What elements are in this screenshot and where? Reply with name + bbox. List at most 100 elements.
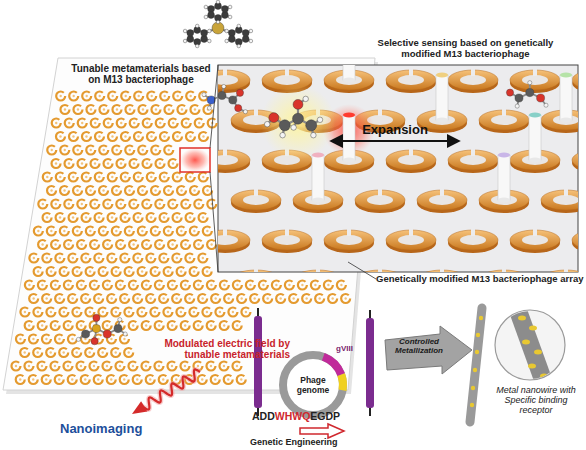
split-ring-part [34,227,43,236]
split-ring-part [72,135,74,137]
split-ring-part [54,365,56,367]
split-ring [25,321,34,330]
split-ring-part [90,149,92,151]
split-ring-part [37,351,39,353]
node-text: Expansion [360,122,430,137]
split-ring-part [86,105,95,114]
split-ring-part [71,378,73,380]
split-ring-part [197,243,199,245]
split-ring [130,159,139,168]
split-ring-part [181,321,190,330]
split-ring [108,92,117,101]
molecule-part [238,42,240,46]
nanowire-part [479,316,483,320]
molecule-part [194,39,201,46]
process-label: Genetic Engineering [250,437,338,447]
molecule-part [222,84,226,88]
split-ring-part [91,159,100,168]
molecule-part [216,0,220,4]
molecule-part [510,93,519,98]
molecule-part [197,30,204,33]
split-ring-part [378,109,382,116]
split-ring [11,362,20,371]
molecule-part [261,85,336,160]
split-ring-part [417,193,467,213]
split-ring [85,348,94,357]
split-ring [311,281,320,290]
molecule-part [529,83,531,93]
split-ring-part [47,146,56,155]
split-ring-part [132,365,134,367]
split-ring-part [180,230,182,232]
split-ring-part [77,281,86,290]
split-ring-part [231,270,281,272]
split-ring [86,227,95,236]
split-ring-part [43,173,52,182]
split-ring-part [378,269,382,272]
split-ring-part [274,75,300,85]
split-ring-part [279,297,281,299]
split-ring [181,281,190,290]
molecule-part [238,108,245,112]
split-ring-part [99,267,108,276]
split-ring-part [491,195,517,205]
split-ring-part [154,311,156,313]
split-ring [95,213,104,222]
split-ring-part [63,270,65,272]
phage-pillar-part [343,113,355,118]
split-ring [211,375,220,384]
split-ring-part [147,132,156,141]
molecule-part [195,24,199,28]
split-ring [77,240,86,249]
split-ring [355,269,405,272]
split-ring [155,240,164,249]
split-ring [207,200,216,209]
molecule-part [92,325,100,333]
molecule-part [208,6,215,13]
split-ring-part [218,155,238,165]
split-ring [99,146,108,155]
split-ring [55,335,64,344]
molecule-part [201,36,208,43]
split-ring-part [56,92,65,101]
split-ring [33,348,42,357]
split-ring-part [82,173,91,182]
split-ring-part [63,230,65,232]
split-ring [181,200,190,209]
split-ring-part [185,294,194,303]
split-ring-part [80,243,82,245]
phage-pillar [323,104,375,163]
split-ring-part [111,216,113,218]
split-ring-part [97,378,99,380]
split-ring-part [147,213,156,222]
split-ring-part [236,284,238,286]
nanowire-zoom-part [534,350,542,355]
split-ring [208,119,217,128]
split-ring-part [115,351,117,353]
split-ring-part [355,190,405,210]
split-ring-part [262,153,312,173]
split-ring [150,308,159,317]
split-ring [164,227,173,236]
split-ring-part [94,294,103,303]
split-ring [34,267,43,276]
split-ring-part [189,135,191,137]
split-ring [38,281,47,290]
split-ring-part [240,297,242,299]
molecule-part [222,87,224,96]
split-ring-part [409,149,413,156]
split-ring-part [146,294,155,303]
split-ring-part [63,362,72,371]
split-ring-part [198,122,200,124]
split-ring [202,308,211,317]
split-ring [355,189,405,213]
split-ring [164,267,173,276]
phage-pillar-part [312,153,324,158]
split-ring-part [347,229,351,236]
phage-rod-part [369,408,371,416]
split-ring-part [137,135,139,137]
split-ring-part [254,189,258,196]
phage-rod [254,308,262,416]
split-ring-part [154,270,156,272]
split-ring [141,362,150,371]
